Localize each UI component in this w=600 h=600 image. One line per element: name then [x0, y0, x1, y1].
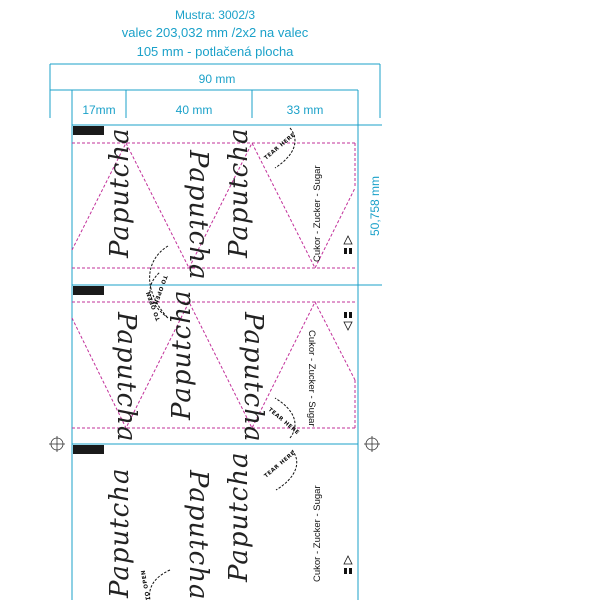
tear-here-label: TEAR HERE: [263, 132, 297, 162]
brand-wordmark: Paputcha: [111, 311, 141, 442]
tear-here-label: TEAR HERE: [263, 450, 297, 480]
cut-lines-panel-1: [71, 141, 356, 270]
panel-3-content: Paputcha Paputcha Paputcha Cukor - Zucke…: [105, 449, 353, 600]
recycle-icon: [343, 555, 353, 574]
tear-arrow: [275, 449, 298, 491]
open-arrow: [149, 569, 171, 600]
registration-mark-right: [364, 436, 380, 452]
contents-label: Cukor - Zucker - Sugar: [312, 165, 323, 262]
eye-mark: [73, 126, 104, 135]
open-arrow: [149, 245, 169, 319]
cylinder-spec: valec 203,032 mm /2x2 na valec: [121, 25, 309, 40]
contents-label: Cukor - Zucker - Sugar: [306, 330, 317, 427]
brand-wordmark: Paputcha: [183, 149, 213, 280]
brand-wordmark: Paputcha: [224, 128, 254, 259]
total-width-label: 90 mm: [199, 72, 236, 86]
registration-mark-left: [49, 436, 65, 452]
middle-width-label: 40 mm: [176, 103, 213, 117]
left-margin-label: 17mm: [82, 103, 115, 117]
brand-wordmark: Paputcha: [105, 128, 135, 259]
recycle-icon: [343, 312, 353, 331]
contents-label: Cukor - Zucker - Sugar: [312, 485, 323, 582]
brand-wordmark: Paputcha: [224, 452, 254, 583]
recycle-icon: [343, 235, 353, 254]
brand-wordmark: Paputcha: [183, 469, 213, 600]
tear-arrow: [274, 127, 296, 169]
brand-wordmark: Paputcha: [167, 290, 197, 421]
pattern-number: Mustra: 3002/3: [174, 8, 256, 22]
film-outline: [71, 118, 359, 600]
height-label: 50,758 mm: [368, 176, 382, 236]
print-area-spec: 105 mm - potlačená plocha: [136, 44, 294, 59]
right-width-label: 33 mm: [287, 103, 324, 117]
panel-1-content: Paputcha Paputcha Paputcha Cukor - Zucke…: [105, 127, 353, 321]
to-open-label: TO OPEN: [141, 569, 152, 600]
brand-wordmark: Paputcha: [105, 468, 135, 599]
eye-mark: [73, 286, 104, 295]
dimension-lines: 90 mm 17mm 40 mm 33 mm 50,758 mm: [49, 63, 382, 286]
brand-wordmark: Paputcha: [238, 311, 268, 442]
cut-lines-panel-2: [71, 300, 356, 430]
eye-mark: [73, 445, 104, 454]
tear-arrow: [274, 397, 296, 439]
